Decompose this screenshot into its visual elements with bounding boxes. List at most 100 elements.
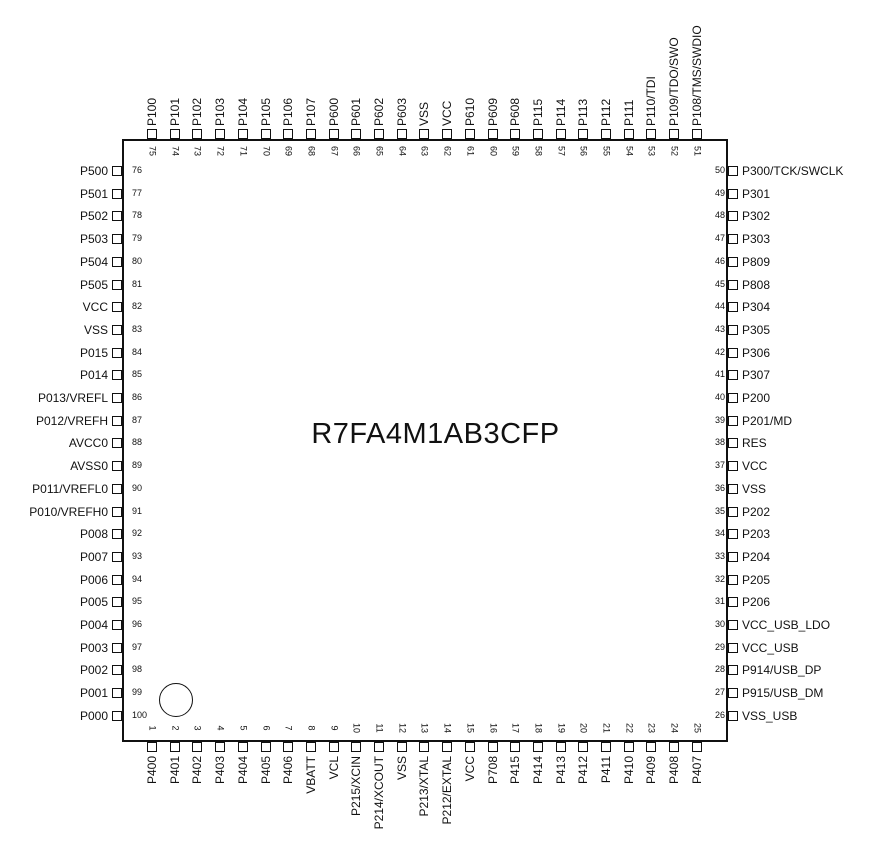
pin-number: 77	[132, 187, 143, 198]
pin-number: 46	[714, 255, 725, 266]
pin-label: P005	[79, 595, 108, 610]
pin-label: P304	[742, 300, 771, 315]
pin-label: P204	[742, 549, 771, 564]
pin-pad	[578, 129, 589, 139]
pin-number: 81	[132, 278, 143, 289]
pin-label: P200	[742, 391, 771, 405]
pin-number: 24	[669, 722, 680, 734]
pin-pad	[728, 370, 738, 381]
pin-label: P109/TDO/SWO	[667, 37, 682, 126]
pin-number: 62	[442, 145, 453, 157]
pin-label: VCL	[326, 756, 341, 780]
pin-number: 54	[624, 145, 635, 157]
pin-number: 65	[374, 145, 385, 157]
pin-number: 84	[132, 346, 143, 357]
pin-number: 39	[714, 414, 725, 425]
pin-label: P307	[742, 368, 771, 383]
pin-label: P411	[599, 756, 613, 784]
pin-label: P407	[689, 756, 704, 785]
pin-number: 73	[192, 145, 203, 157]
pin-label: P213/XTAL	[417, 756, 432, 817]
pin-number: 91	[132, 505, 143, 516]
pin-label: P013/VREFL	[37, 391, 108, 405]
pin-number: 100	[132, 709, 148, 720]
pin-number: 11	[374, 723, 385, 733]
pin-pad	[510, 742, 521, 752]
pin-label: P215/XCIN	[349, 756, 364, 817]
pin-pad	[728, 506, 738, 517]
pin-pad	[112, 529, 122, 540]
pin-number: 92	[132, 528, 143, 539]
pin-pad	[442, 742, 453, 752]
pin-label: P202	[742, 504, 771, 519]
pin-pad	[728, 461, 738, 472]
pin-pad	[728, 642, 738, 653]
pin-pad	[396, 742, 407, 752]
pin-label: VBATT	[303, 756, 318, 794]
pin-number: 94	[132, 573, 143, 584]
pin-pad	[442, 129, 453, 139]
pin-number: 32	[714, 573, 725, 584]
pin-pad	[112, 710, 122, 721]
pin-pad	[691, 129, 702, 139]
pin-label: P410	[621, 756, 636, 785]
pin-number: 34	[714, 528, 725, 539]
pin-pad	[112, 665, 122, 676]
pin-label: P305	[742, 322, 771, 337]
pin-label: P012/VREFH	[35, 413, 108, 428]
pin-label: P107	[303, 97, 318, 126]
pin-number: 64	[397, 145, 408, 157]
pin-label: P402	[190, 756, 205, 785]
pin-number: 5	[238, 725, 249, 731]
pin-pad	[487, 742, 498, 752]
pin-number: 68	[306, 145, 317, 157]
pin-pad	[112, 370, 122, 381]
pin-pad	[728, 234, 738, 245]
pin-number: 52	[669, 145, 680, 157]
pin-label: VCC	[462, 756, 477, 782]
pin-pad	[728, 166, 738, 176]
pin-label: P106	[281, 97, 296, 126]
pin-number: 38	[714, 437, 725, 448]
pin-label: P004	[79, 618, 108, 632]
pin-label: P206	[742, 595, 771, 610]
pin-pad	[396, 129, 407, 139]
pin-number: 3	[192, 725, 203, 731]
pin-label: P100	[145, 97, 159, 126]
pin-number: 53	[646, 145, 657, 157]
pin-label: P111	[621, 99, 636, 126]
pin-number: 35	[714, 505, 725, 516]
pin-number: 8	[306, 725, 317, 731]
pin-pad	[728, 551, 738, 562]
pin-label: P603	[394, 97, 409, 126]
pin-number: 2	[170, 725, 181, 731]
pin-pad	[728, 620, 738, 630]
pin-number: 36	[714, 482, 725, 493]
pin-pad	[728, 415, 738, 426]
pin-pad	[112, 620, 122, 630]
pin-pad	[351, 129, 362, 139]
pin-pad	[728, 529, 738, 540]
pin-number: 86	[132, 392, 143, 402]
pin-label: P409	[644, 756, 659, 785]
pin-pad	[328, 742, 339, 752]
pin-number: 88	[132, 437, 143, 448]
pin-number: 27	[714, 687, 725, 698]
pin-pad	[112, 256, 122, 267]
pin-number: 23	[646, 722, 657, 734]
pin-number: 4	[215, 725, 226, 731]
pin-number: 50	[714, 165, 725, 175]
pin-label: P011/VREFL0	[32, 481, 108, 496]
pin-label: AVSS0	[70, 459, 108, 474]
pin-number: 42	[714, 346, 725, 357]
pin-pad	[215, 129, 226, 139]
pin-number: 19	[556, 722, 567, 734]
pin-pad	[532, 742, 543, 752]
pin-pad	[669, 129, 680, 139]
pin-label: P205	[742, 572, 771, 587]
pin-pad	[147, 742, 157, 752]
pin-number: 82	[132, 301, 143, 312]
pin-pad	[419, 742, 430, 752]
chip-body	[122, 139, 728, 742]
pin-label: P001	[79, 686, 108, 701]
